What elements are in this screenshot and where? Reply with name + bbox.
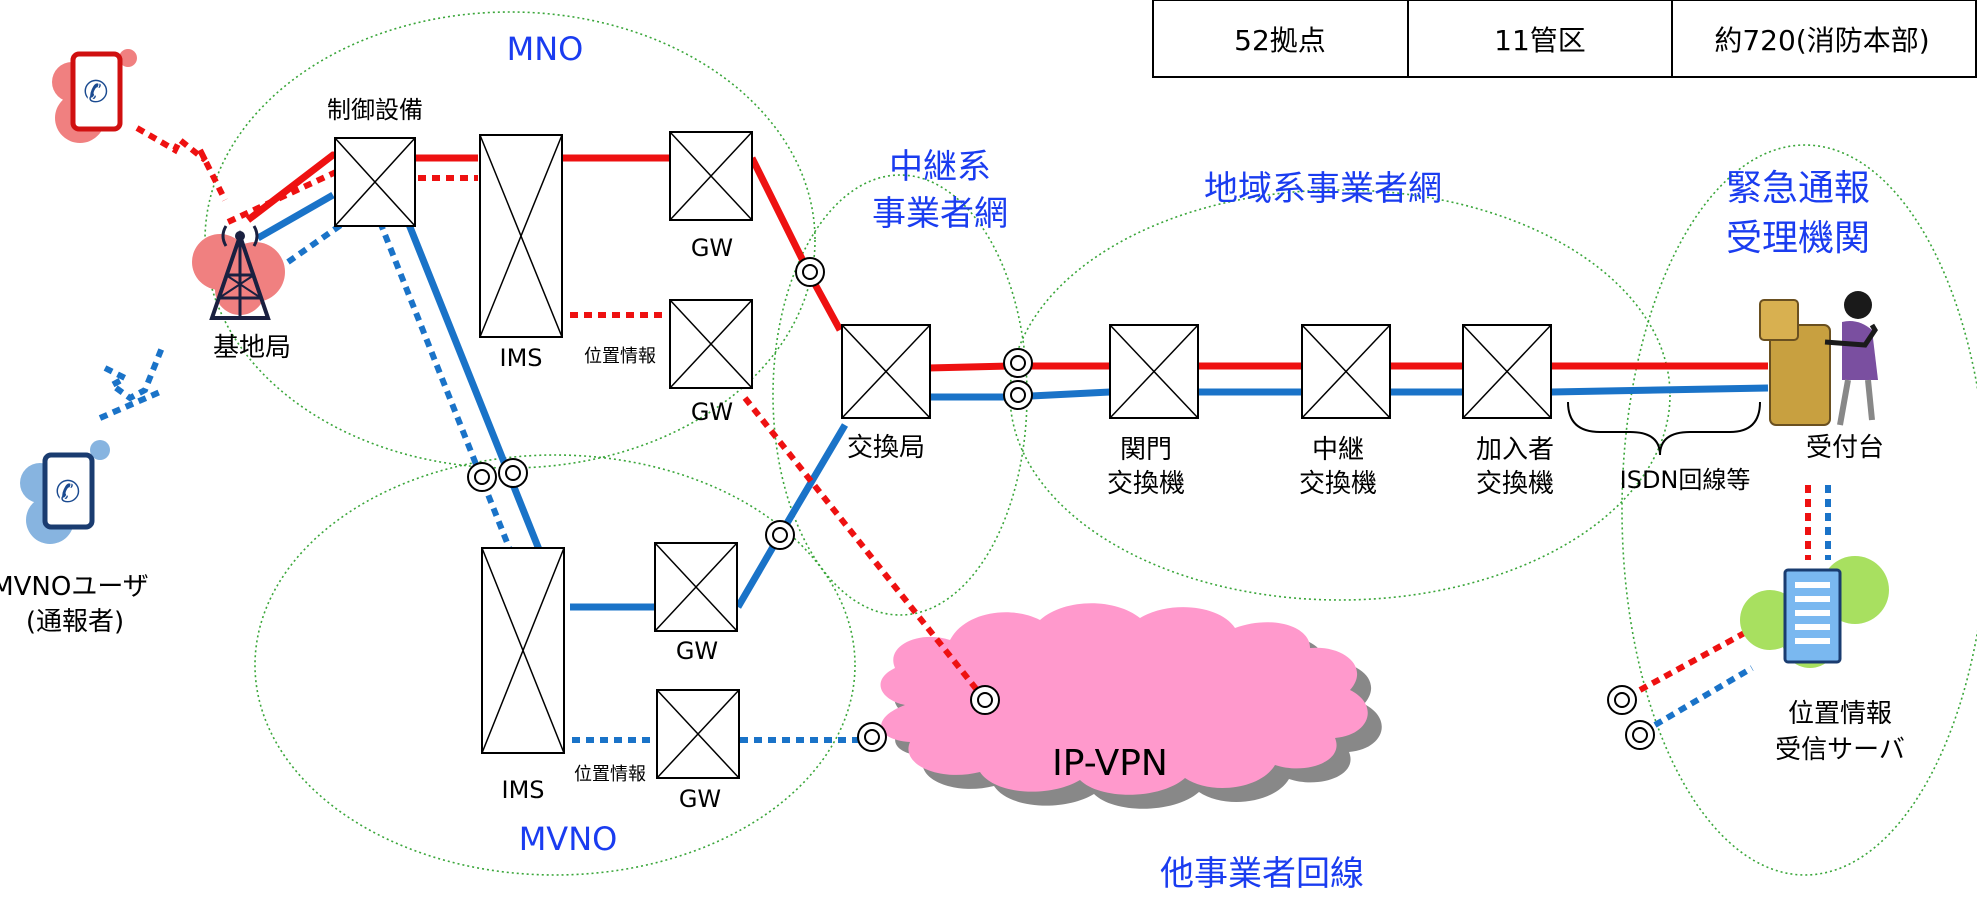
relay-exchange-label-2: 交換機 [1299,469,1377,499]
mno-gw-location-label: GW [691,398,733,426]
mvno-gw-voice: GW [654,542,738,665]
mvno-ims: IMS [481,547,565,804]
subscriber-exchange: 加入者 交換機 [1462,324,1554,499]
server-label-1: 位置情報 [1788,699,1892,729]
mno-gw-voice-label: GW [691,234,733,262]
cloud-icon [880,603,1382,809]
control-equipment: 制御設備 [327,96,423,227]
base-station-label: 基地局 [213,333,291,363]
gate-exchange: 関門 交換機 [1107,324,1199,499]
regional-title: 地域系事業者網 [1204,169,1442,209]
exchange-office: 交換局 [841,324,931,463]
mvno-user-label-2: (通報者) [26,607,124,637]
mvno-title: MVNO [519,820,618,858]
mno-loc-info-label: 位置情報 [584,346,656,367]
ipvpn-label: IP-VPN [1052,743,1168,784]
mvno-user-label-1: MVNOユーザ [0,572,149,602]
mvno-ims-label: IMS [501,776,544,804]
server-label-2: 受信サーバ [1775,735,1905,765]
subscriber-exchange-label-1: 加入者 [1476,435,1554,465]
phone-icon: ✆ MVNOユーザ (通報者) [0,440,149,637]
emergency-title-1: 緊急通報 [1726,168,1870,209]
subscriber-exchange-label-2: 交換機 [1476,469,1554,499]
mvno-gw-location: GW 位置情報 [574,689,740,813]
reception-label: 受付台 [1806,433,1884,463]
gate-exchange-label-1: 関門 [1120,435,1172,465]
table-cell-fire-hq: 約720(消防本部) [1714,24,1929,57]
table-cell-districts: 11管区 [1494,24,1586,57]
phone-icon: ✆ [52,49,137,143]
server-icon: 位置情報 受信サーバ [1740,556,1905,765]
operator-icon: 受付台 [1759,291,1884,463]
svg-text:✆: ✆ [55,475,80,510]
exchange-label: 交換局 [847,433,925,463]
svg-text:✆: ✆ [83,75,108,110]
mvno-gw-voice-label: GW [676,637,718,665]
mno-ims: IMS [479,134,563,372]
antenna-tower-icon: 基地局 [192,225,291,363]
transit-title-1: 中継系 [889,147,991,187]
gate-exchange-label-2: 交換機 [1107,469,1185,499]
emergency-region [1621,144,1977,876]
mvno-region [254,454,856,876]
isdn-bracket: ISDN回線等 [1567,401,1761,494]
mno-gw-location: GW 位置情報 [584,299,753,426]
emergency-title-2: 受理機関 [1726,218,1870,259]
mvno-loc-info-label: 位置情報 [574,764,646,785]
isdn-label: ISDN回線等 [1620,466,1751,494]
relay-exchange-label-1: 中継 [1312,435,1364,465]
mvno-gw-location-label: GW [679,785,721,813]
mno-ims-label: IMS [499,344,542,372]
mno-title: MNO [507,30,584,68]
relay-exchange: 中継 交換機 [1299,324,1391,499]
control-label: 制御設備 [327,96,423,124]
other-carrier-title: 他事業者回線 [1160,854,1364,894]
transit-title-2: 事業者網 [872,194,1008,234]
connection-points [467,257,1655,752]
red-location-path [135,125,1811,702]
info-table: 52拠点 11管区 約720(消防本部) [1152,0,1977,78]
mno-gw-voice: GW [669,131,753,262]
table-cell-bases: 52拠点 [1234,24,1326,57]
